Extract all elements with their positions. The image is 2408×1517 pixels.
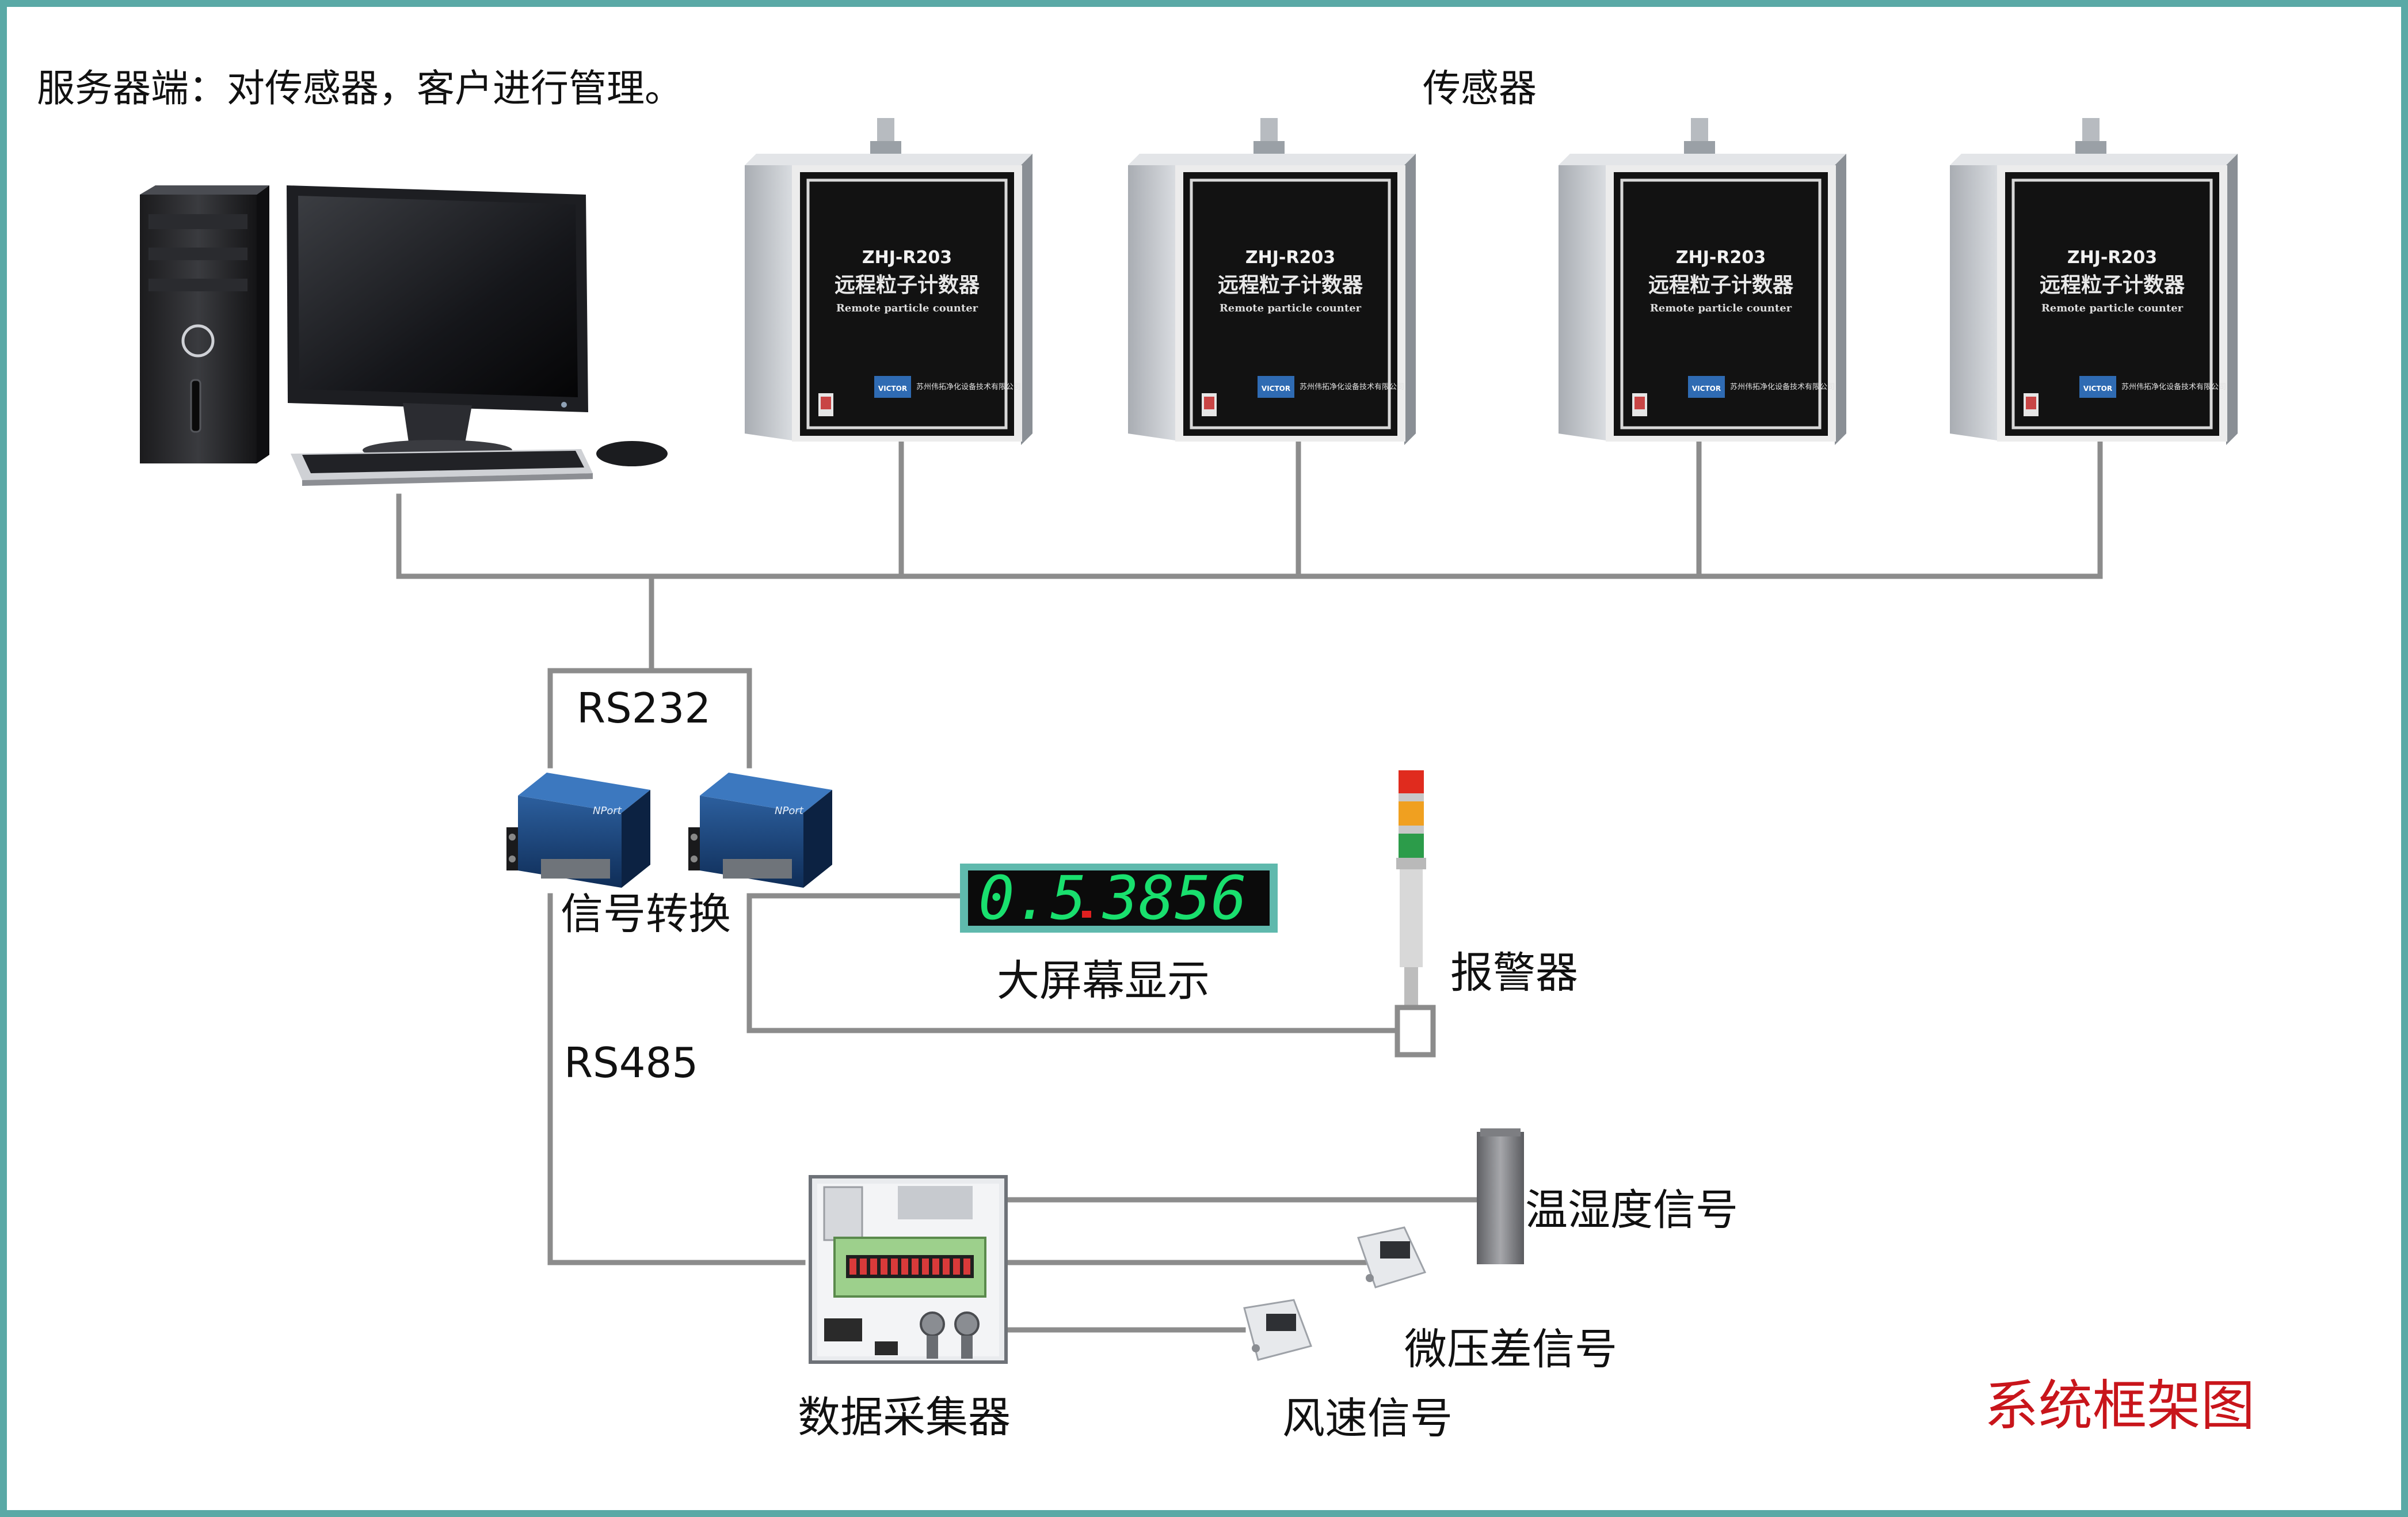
wind-speed-sensor bbox=[1243, 1299, 1312, 1361]
svg-text:VICTOR: VICTOR bbox=[1692, 385, 1721, 393]
big-led-display: 0.5 3856 bbox=[960, 863, 1278, 933]
sensor-name-en: Remote particle counter bbox=[1220, 302, 1362, 314]
sensor-model: ZHJ-R203 bbox=[1245, 248, 1335, 268]
display-value-right: 3856 bbox=[1102, 863, 1247, 933]
svg-text:VICTOR: VICTOR bbox=[878, 385, 907, 393]
sensor-name-en: Remote particle counter bbox=[1650, 302, 1792, 314]
svg-text:NPort: NPort bbox=[775, 805, 804, 817]
sensor-name-en: Remote particle counter bbox=[836, 302, 978, 314]
svg-text:VICTOR: VICTOR bbox=[1262, 385, 1290, 393]
sensor-name-cn: 远程粒子计数器 bbox=[835, 273, 980, 297]
display-value-left: 0.5 bbox=[978, 863, 1087, 933]
sensor-cabinet-4: ZHJ-R203 远程粒子计数器 Remote particle counter… bbox=[1950, 118, 2238, 445]
alarm-junction bbox=[1394, 1005, 1436, 1058]
server-computer bbox=[140, 185, 668, 486]
rs232-loop bbox=[547, 573, 752, 769]
rs485-wire bbox=[547, 893, 806, 1265]
micro-pressure-label: 微压差信号 bbox=[1404, 1325, 1617, 1374]
tower bbox=[140, 185, 269, 463]
sensor-cabinet-3: ZHJ-R203 远程粒子计数器 Remote particle counter… bbox=[1559, 118, 1846, 445]
sensor-model: ZHJ-R203 bbox=[862, 248, 952, 268]
data-collector bbox=[809, 1175, 1008, 1364]
alarm-label: 报警器 bbox=[1450, 948, 1578, 998]
sensor-cabinet-1: ZHJ-R203 远程粒子计数器 Remote particle counter… bbox=[745, 118, 1032, 445]
converter-label: 信号转换 bbox=[561, 889, 731, 939]
big-display-label: 大屏幕显示 bbox=[997, 956, 1210, 1006]
sensor-name-cn: 远程粒子计数器 bbox=[1218, 273, 1363, 297]
sensor-maker: 苏州伟拓净化设备技术有限公司 bbox=[916, 382, 1021, 391]
keyboard bbox=[291, 449, 593, 486]
sensor-cabinet-2: ZHJ-R203 远程粒子计数器 Remote particle counter… bbox=[1128, 118, 1416, 445]
figure-title: 系统框架图 bbox=[1984, 1375, 2255, 1438]
display-marker bbox=[1082, 911, 1091, 918]
micro-pressure-sensor bbox=[1357, 1226, 1427, 1288]
sensor-maker: 苏州伟拓净化设备技术有限公司 bbox=[1730, 382, 1835, 391]
temp-humidity-sensor bbox=[1477, 1128, 1524, 1264]
server-caption: 服务器端：对传感器，客户进行管理。 bbox=[37, 66, 683, 111]
rs232-label: RS232 bbox=[577, 684, 711, 732]
sensor-name-cn: 远程粒子计数器 bbox=[2040, 273, 2185, 297]
svg-text:VICTOR: VICTOR bbox=[2083, 385, 2112, 393]
sensor-name-cn: 远程粒子计数器 bbox=[1648, 273, 1794, 297]
victor-logo bbox=[874, 376, 911, 398]
data-collector-label: 数据采集器 bbox=[798, 1393, 1011, 1442]
victor-logo bbox=[1258, 376, 1294, 398]
alarm-wire bbox=[746, 893, 1399, 1033]
sensor-maker: 苏州伟拓净化设备技术有限公司 bbox=[1300, 382, 1404, 391]
dell-logo-icon bbox=[181, 324, 215, 358]
sensor-model: ZHJ-R203 bbox=[1676, 248, 1766, 268]
converter-left: NPort bbox=[506, 773, 650, 888]
victor-logo bbox=[1688, 376, 1725, 398]
sensor-model: ZHJ-R203 bbox=[2067, 248, 2157, 268]
temp-humidity-label: 温湿度信号 bbox=[1525, 1185, 1738, 1235]
bus-wires bbox=[396, 428, 2103, 1333]
sensor-maker: 苏州伟拓净化设备技术有限公司 bbox=[2121, 382, 2226, 391]
victor-logo bbox=[2079, 376, 2116, 398]
alarm-tower-light bbox=[1394, 770, 1436, 1058]
rs485-label: RS485 bbox=[564, 1039, 699, 1087]
sensor-caption: 传感器 bbox=[1423, 66, 1537, 111]
svg-text:NPort: NPort bbox=[593, 805, 622, 817]
sensor-name-en: Remote particle counter bbox=[2041, 302, 2184, 314]
power-led-icon bbox=[561, 402, 567, 408]
converter-right: NPort bbox=[688, 773, 832, 888]
bus-main bbox=[396, 493, 2103, 579]
monitor bbox=[287, 185, 588, 461]
wind-speed-label: 风速信号 bbox=[1282, 1394, 1453, 1443]
mouse-icon bbox=[596, 441, 668, 466]
